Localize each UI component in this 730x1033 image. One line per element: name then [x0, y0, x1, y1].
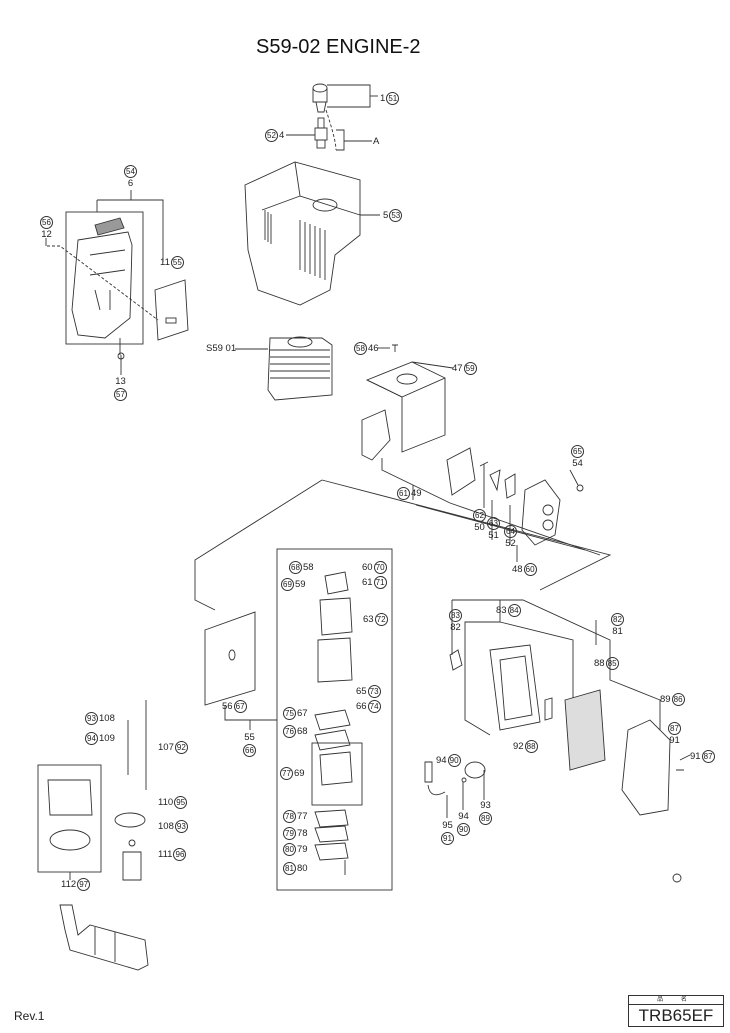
fuel-pipe-parts [114, 700, 147, 881]
cylinder [235, 336, 333, 401]
title-block-header: 品 名 [629, 996, 723, 1005]
revision-label: Rev.1 [14, 1009, 45, 1023]
spark-plug-cap [312, 83, 378, 151]
bolt [378, 344, 398, 352]
model-number: TRB65EF [638, 1006, 714, 1025]
air-cleaner-assembly [449, 599, 691, 883]
fuel-tank [59, 904, 149, 971]
spark-plug [286, 117, 328, 149]
carb-gasket [204, 611, 277, 730]
title-block: 品 名 TRB65EF [628, 995, 724, 1027]
callout-A: A [373, 136, 380, 147]
page-title: S59-02 ENGINE-2 [256, 36, 421, 58]
carburetor-assembly [276, 548, 393, 891]
insulator-plate [365, 361, 454, 453]
engine-cover [244, 161, 380, 306]
callout-S59-01: S59 01 [206, 343, 237, 354]
gasket-49 [361, 409, 451, 504]
fuel-tank-cap [37, 764, 102, 880]
muffler-assembly [45, 190, 189, 375]
fuel-pump-parts [424, 761, 486, 818]
intake-parts [446, 447, 584, 562]
